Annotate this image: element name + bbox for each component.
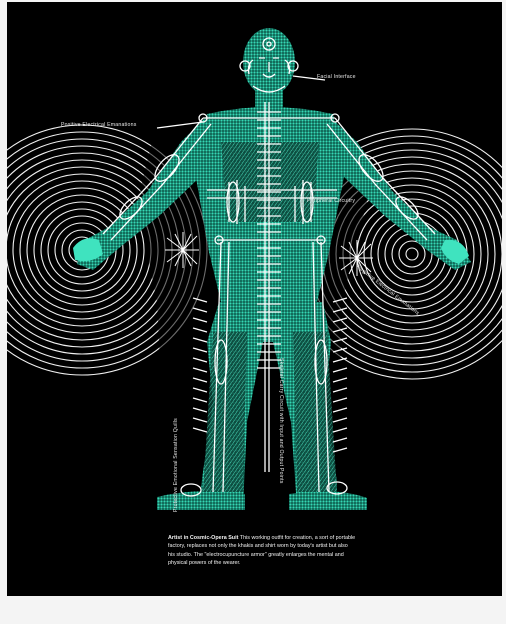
caption-title: Artist in Cosmic-Opera Suit [168,535,238,541]
poster-illustration: Facial Interface Positive Electrical Ema… [7,2,502,596]
caption: Artist in Cosmic-Opera Suit This working… [168,534,356,568]
cosmic-suit-figure [7,2,502,596]
label-protective-quills: Protective Emotional Sensation Quills [173,418,179,512]
label-positive-emanations: Positive Electrical Emanations [61,122,136,128]
label-facial-interface: Facial Interface [317,74,356,80]
label-peripheral-circuitry: Peripheral Circuitry [307,198,355,204]
label-skeletal-circuit: Skeletal Carry Circuit with Input and Ou… [278,358,284,484]
